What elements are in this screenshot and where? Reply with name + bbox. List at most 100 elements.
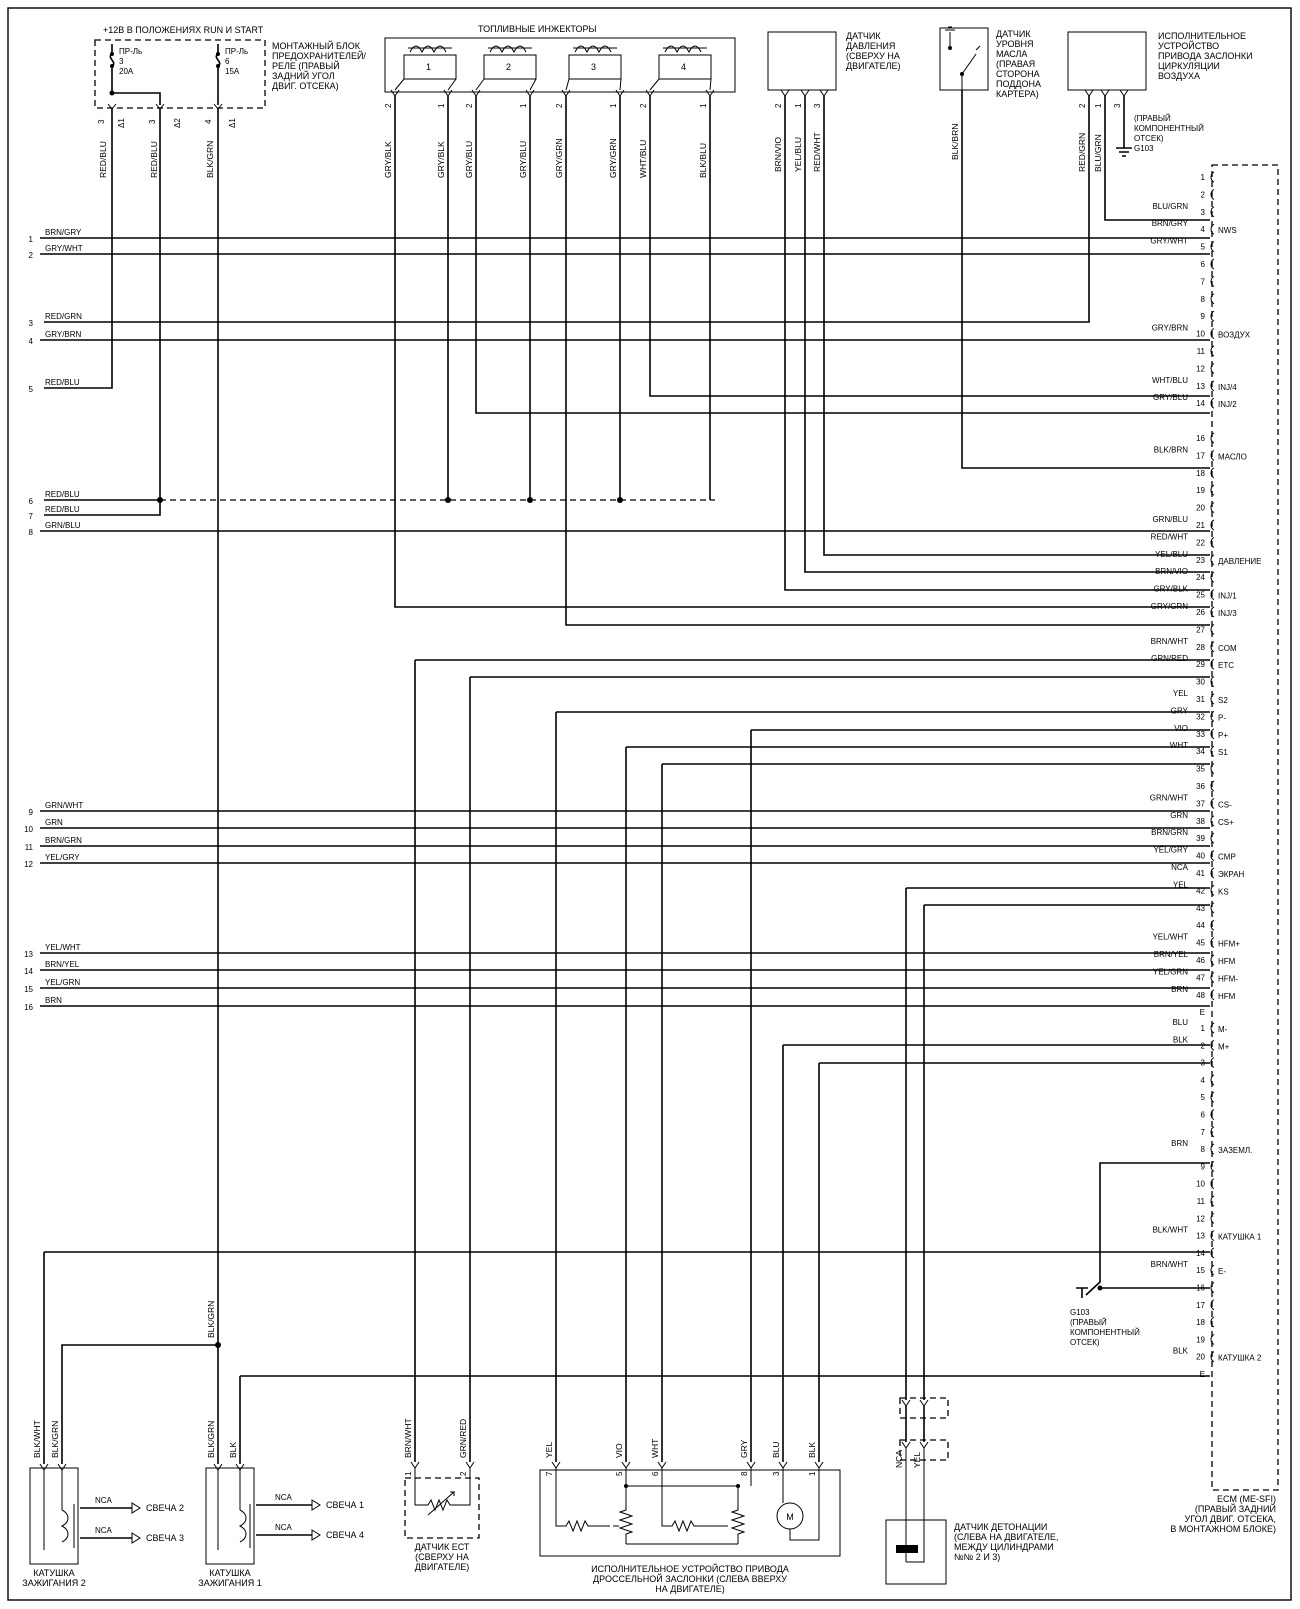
- left-wire-label: RED/GRN: [45, 312, 82, 321]
- ecm-pin-socket: [1210, 432, 1215, 444]
- left-wire: 15 YEL/GRN: [24, 978, 1210, 994]
- pin-number: 1: [1094, 103, 1103, 108]
- left-wire-label: GRN/BLU: [45, 521, 81, 530]
- ecm-wire-label: RED/WHT: [1151, 532, 1188, 541]
- ecm-pin-socket: [1210, 1143, 1215, 1155]
- throttle-actuator-box: [539, 1469, 841, 1557]
- ecm-wire-label: GRY/BRN: [1152, 324, 1189, 333]
- spark-plug-label: СВЕЧА 2: [146, 1503, 184, 1513]
- coil-2-box: [29, 1467, 79, 1565]
- ecm-pin-number: 13: [1196, 382, 1205, 391]
- left-wire-label: YEL/GRY: [45, 853, 80, 862]
- fuel-injectors: ТОПЛИВНЫЕ ИНЖЕКТОРЫ 1 2 3 4 2 1 2: [383, 24, 736, 178]
- ecm-wire-label: BRN/GRY: [1152, 219, 1189, 228]
- ecm-pin-socket: [1210, 397, 1215, 409]
- wire-label: BRN/WHT: [403, 1418, 413, 1458]
- ecm-pin-number: 12: [1196, 364, 1205, 373]
- wire-label: NCA: [95, 1526, 113, 1535]
- ecm-pin-socket: [1210, 258, 1215, 270]
- ground-desc-line: КОМПОНЕНТНЫЙ: [1070, 1328, 1140, 1337]
- ground-icon: [1076, 1287, 1088, 1298]
- ecm-pin-number: 28: [1196, 643, 1205, 652]
- left-wire-number: 15: [24, 985, 33, 994]
- ecm-pin-socket: [1210, 832, 1215, 844]
- ecm-wire-label: YEL: [1173, 689, 1189, 698]
- pin-number: 1: [794, 103, 803, 108]
- ecm-pin-socket: [1210, 1316, 1215, 1328]
- ecm-pin-socket: [1210, 641, 1215, 653]
- ecm-wire-label: BLK/BRN: [1154, 445, 1188, 454]
- ecm-pin-number: 30: [1196, 678, 1205, 687]
- pin-number: 3: [1113, 103, 1122, 108]
- injector-number: 3: [591, 62, 596, 72]
- ecm-pin-number: 42: [1196, 886, 1205, 895]
- ecm-pin-function: ВОЗДУХ: [1218, 331, 1251, 340]
- fuse-conn: Δ2: [173, 118, 182, 128]
- fuse-desc-line: РЕЛЕ (ПРАВЫЙ: [272, 60, 340, 71]
- ecm-wire-label: GRN/WHT: [1150, 793, 1188, 802]
- injector-number: 4: [681, 62, 686, 72]
- ecm-pin-number: 5: [1201, 1093, 1206, 1102]
- pin-number: 2: [465, 103, 474, 108]
- ecm-wire-label: NCA: [1171, 863, 1189, 872]
- knock-desc-line: (СЛЕВА НА ДВИГАТЕЛЕ,: [954, 1532, 1058, 1542]
- knock-desc-line: МЕЖДУ ЦИЛИНДРАМИ: [954, 1542, 1054, 1552]
- ecm-wire-label: BRN: [1171, 985, 1188, 994]
- ecm-wire-label: WHT: [1170, 741, 1188, 750]
- ecm-pin: 14: [1196, 1247, 1215, 1259]
- ecm-pin-function: INJ/4: [1218, 383, 1237, 392]
- ecm-pin-function: INJ/1: [1218, 592, 1237, 601]
- ecm-pin-number: 19: [1196, 486, 1205, 495]
- fuse-block-outline: [94, 39, 266, 109]
- thermistor-icon: [414, 1468, 471, 1516]
- pin-number: 3: [772, 1471, 781, 1476]
- ecm-pin-socket: [1210, 1057, 1215, 1069]
- injector-number: 1: [426, 62, 431, 72]
- ecm-pin-socket: [1210, 206, 1215, 218]
- coil-1-box: [205, 1467, 255, 1565]
- supply-label: +12В В ПОЛОЖЕНИЯХ RUN И START: [103, 25, 264, 35]
- air-desc-line: ПРИВОДА ЗАСЛОНКИ: [1158, 51, 1253, 61]
- pin-number: 2: [639, 103, 648, 108]
- ecm-pin-number: 11: [1197, 1197, 1206, 1206]
- ecm-pin-number: 8: [1201, 1145, 1206, 1154]
- ect-desc-line: ДАТЧИК ЕСТ: [415, 1542, 470, 1552]
- left-wire-label: BRN/GRN: [45, 836, 82, 845]
- left-wire-label: YEL/GRN: [45, 978, 80, 987]
- ecm-pin-number: 19: [1196, 1335, 1205, 1344]
- ecm-pin-number: 15: [1196, 1266, 1205, 1275]
- fuse-desc-line: ДВИГ. ОТСЕКА): [272, 81, 339, 91]
- ecm-pin-socket: [1210, 1230, 1215, 1242]
- pin-number: 3: [813, 103, 822, 108]
- ecm-pin-function: M-: [1218, 1025, 1228, 1034]
- ecm-pin-socket: [1210, 345, 1215, 357]
- fuse-desc-line: МОНТАЖНЫЙ БЛОК: [272, 40, 361, 51]
- oil-desc-line: (ПРАВАЯ: [996, 59, 1035, 69]
- left-wire-number: 2: [29, 251, 34, 260]
- ecm-pin-number: 9: [1201, 1162, 1206, 1171]
- pressure-desc-line: (СВЕРХУ НА: [846, 51, 900, 61]
- fuse-1-symbol: [109, 44, 115, 93]
- ecm-wire-label: GRN/BLU: [1152, 515, 1188, 524]
- injector-2: 2: [483, 45, 537, 80]
- ecm-pin-number: 17: [1196, 451, 1205, 460]
- wire-label: BLU/GRN: [1093, 134, 1103, 172]
- pin-number: 2: [459, 1471, 468, 1476]
- ecm-pin-socket: [1210, 919, 1215, 931]
- left-wire-number: 9: [29, 808, 34, 817]
- piezo-icon: [896, 1545, 918, 1553]
- ecm-wire-label: BLU/GRN: [1152, 202, 1188, 211]
